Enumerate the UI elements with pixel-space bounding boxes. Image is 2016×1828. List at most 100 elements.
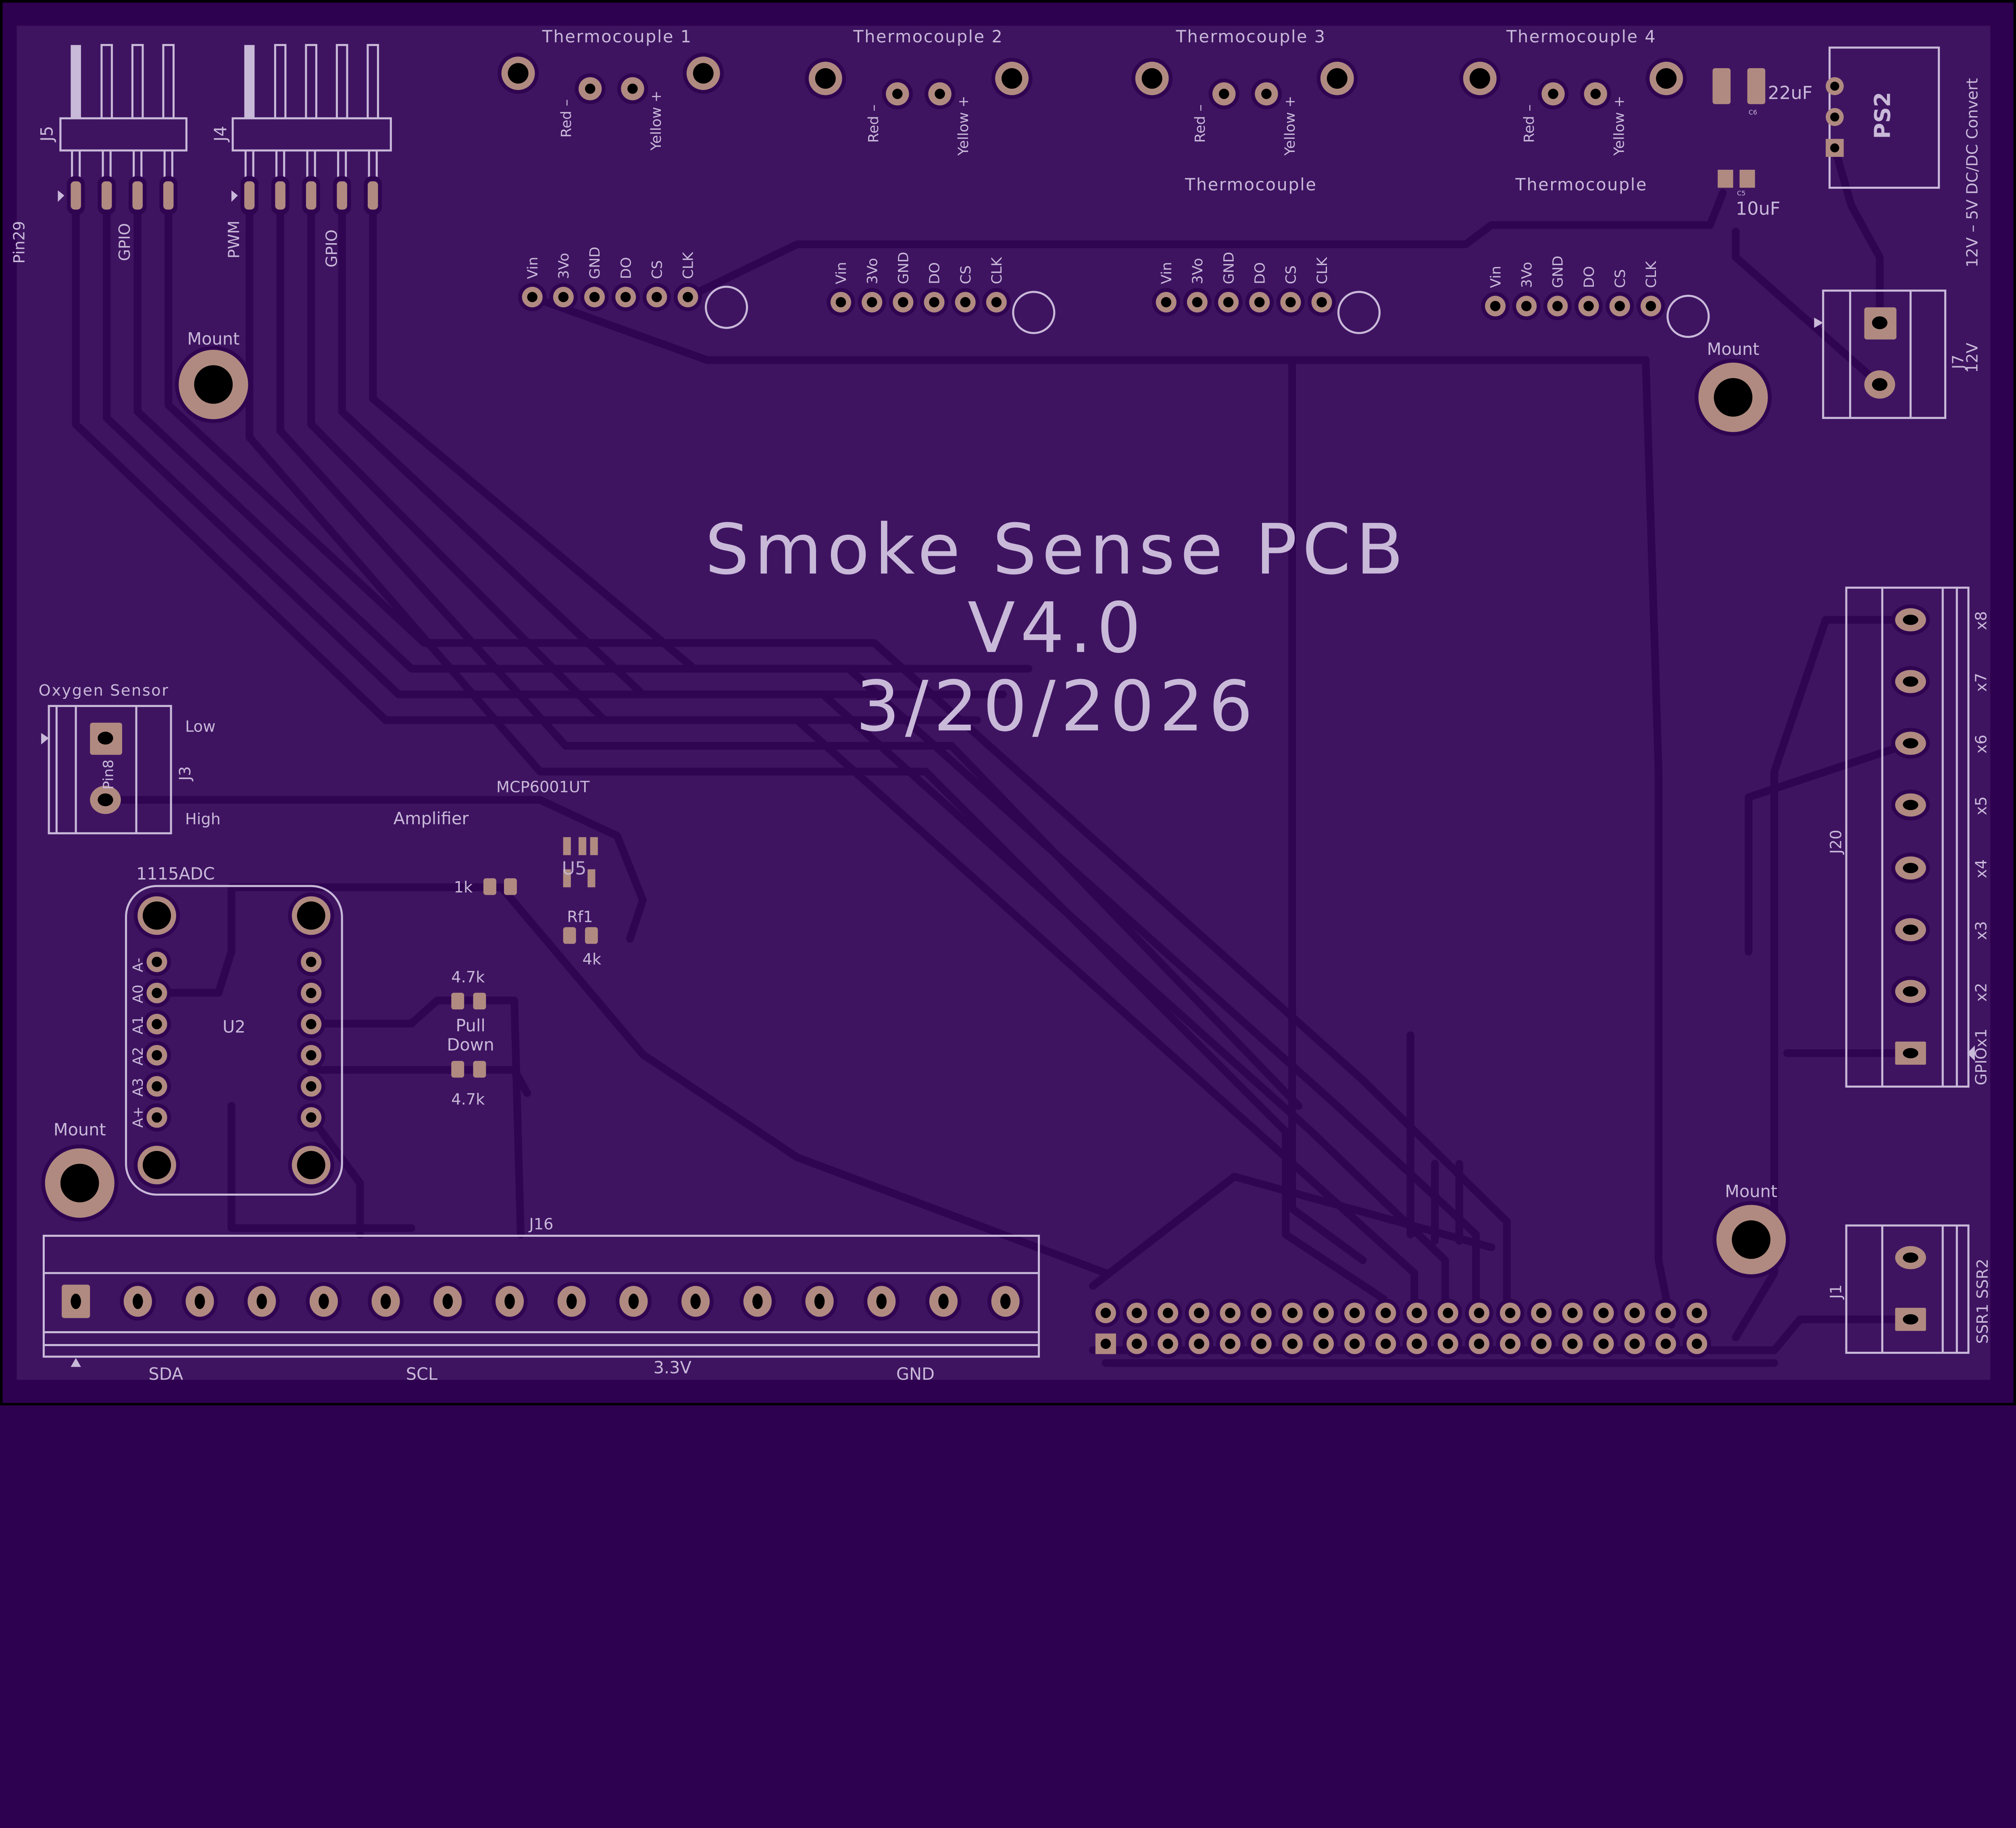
j20-pin-label: x4 xyxy=(1972,859,1991,878)
c6-ref: C6 xyxy=(1749,108,1757,116)
drill-hole xyxy=(71,1293,81,1309)
c5-value: 10uF xyxy=(1736,198,1781,219)
drill-hole xyxy=(1141,68,1162,89)
thermocouple-pin-label: CLK xyxy=(680,252,697,279)
pull-top-pad xyxy=(473,992,486,1010)
j1-terminal: J1 SSR1 SSR2 xyxy=(1827,1224,1992,1354)
thermocouple-pin-label: CLK xyxy=(1314,257,1331,284)
drill-hole xyxy=(152,1019,162,1030)
drill-hole xyxy=(1256,1307,1266,1318)
drill-hole xyxy=(1002,68,1023,89)
red-wire-label: Red – xyxy=(1521,104,1537,143)
drill-hole xyxy=(1225,1307,1235,1318)
thermocouple-pin-label: CLK xyxy=(989,257,1005,284)
j5-pad xyxy=(132,181,143,210)
u5-pad xyxy=(590,837,598,855)
drill-hole xyxy=(1443,1307,1453,1318)
j5-pad xyxy=(163,181,174,210)
u5-pad xyxy=(563,869,571,888)
r-in-pad xyxy=(504,878,517,895)
drill-hole xyxy=(589,292,600,302)
drill-hole xyxy=(1903,615,1918,625)
u5-pad xyxy=(563,837,571,855)
adc-title: 1115ADC xyxy=(136,864,215,884)
mount-label: Mount xyxy=(1707,340,1760,359)
drill-hole xyxy=(1256,1338,1266,1349)
amplifier-part: MCP6001UT xyxy=(496,778,590,796)
drill-hole xyxy=(1872,316,1888,329)
drill-hole xyxy=(627,83,638,94)
j20-outline xyxy=(1845,586,1970,1088)
j16-pin-label: GND xyxy=(896,1365,935,1384)
drill-hole xyxy=(1316,297,1327,308)
drill-hole xyxy=(1381,1307,1391,1318)
j1-outline xyxy=(1845,1224,1970,1354)
pcb-layout: Smoke Sense PCB V4.0 3/20/2026 Thermocou… xyxy=(0,0,2016,1406)
drill-hole xyxy=(1598,1307,1609,1318)
drill-hole xyxy=(1903,738,1918,748)
drill-hole xyxy=(1903,800,1918,810)
pin1-marker-icon xyxy=(41,733,49,745)
power-section: PS2 22uF C6 C5 10uF 12V – 5V DC/DC Conve… xyxy=(1712,46,1981,419)
j5-gpio-label: GPIO xyxy=(116,223,134,261)
drill-hole xyxy=(1567,1307,1578,1318)
drill-hole xyxy=(1474,1307,1485,1318)
j3-pin-label: Pin8 xyxy=(100,759,117,790)
j20-pin-label: x3 xyxy=(1972,921,1991,940)
drill-hole xyxy=(1691,1307,1702,1318)
red-wire-label: Red – xyxy=(865,104,882,143)
drill-hole xyxy=(1192,297,1203,308)
thermocouple-subtitle: Thermocouple xyxy=(1515,175,1647,194)
j5-pad xyxy=(71,181,81,210)
drill-hole xyxy=(1872,378,1888,391)
drill-hole xyxy=(1318,1338,1329,1349)
drill-hole xyxy=(628,1293,639,1309)
board-title: Smoke Sense PCB V4.0 3/20/2026 xyxy=(705,509,1404,747)
c6-pad xyxy=(1712,68,1731,104)
mount-hole xyxy=(194,365,233,404)
drill-hole xyxy=(1412,1307,1422,1318)
drill-hole xyxy=(152,1081,162,1092)
pin1-marker-icon xyxy=(1967,1045,1975,1061)
adc-pin-label: A0 xyxy=(130,985,146,1003)
u5-pad xyxy=(578,837,587,855)
thermocouple-pin-label: CS xyxy=(958,265,974,284)
drill-hole xyxy=(442,1293,453,1309)
oxygen-title: Oxygen Sensor xyxy=(39,682,169,700)
pull-bottom-pad xyxy=(451,1061,464,1078)
drill-hole xyxy=(693,63,714,84)
thermocouple-pin-label: CS xyxy=(1612,269,1629,288)
drill-hole xyxy=(585,83,596,94)
drill-hole xyxy=(1161,297,1171,308)
drill-hole xyxy=(1903,924,1918,935)
drill-hole xyxy=(1100,1307,1111,1318)
drill-hole xyxy=(866,297,877,308)
drill-hole xyxy=(620,292,631,302)
thermocouple-pin-label: Vin xyxy=(1487,266,1504,288)
title-date: 3/20/2026 xyxy=(856,666,1258,747)
drill-hole xyxy=(1194,1338,1204,1349)
drill-hole xyxy=(558,292,569,302)
drill-hole xyxy=(152,957,162,967)
drill-hole xyxy=(152,1112,162,1123)
j20-ref: J20 xyxy=(1827,830,1845,855)
drill-hole xyxy=(892,89,903,99)
drill-hole xyxy=(1162,1307,1173,1318)
pin1-marker-icon xyxy=(58,190,65,202)
j4-pad xyxy=(275,181,285,210)
adc-pin-label: A1 xyxy=(130,1016,146,1034)
u5-ref: U5 xyxy=(562,858,586,879)
drill-hole xyxy=(1100,1338,1111,1349)
thermocouple-pin-label: CS xyxy=(649,260,666,279)
drill-hole xyxy=(566,1293,577,1309)
ps2-ref: PS2 xyxy=(1870,92,1895,139)
drill-hole xyxy=(1590,89,1601,99)
drill-hole xyxy=(306,1112,317,1123)
thermocouple-pin-label: CS xyxy=(1283,265,1300,284)
drill-hole xyxy=(991,297,1002,308)
drill-hole xyxy=(1285,297,1296,308)
pull-label: Pull xyxy=(456,1016,485,1035)
gpio-2x20-header xyxy=(1091,1299,1711,1358)
